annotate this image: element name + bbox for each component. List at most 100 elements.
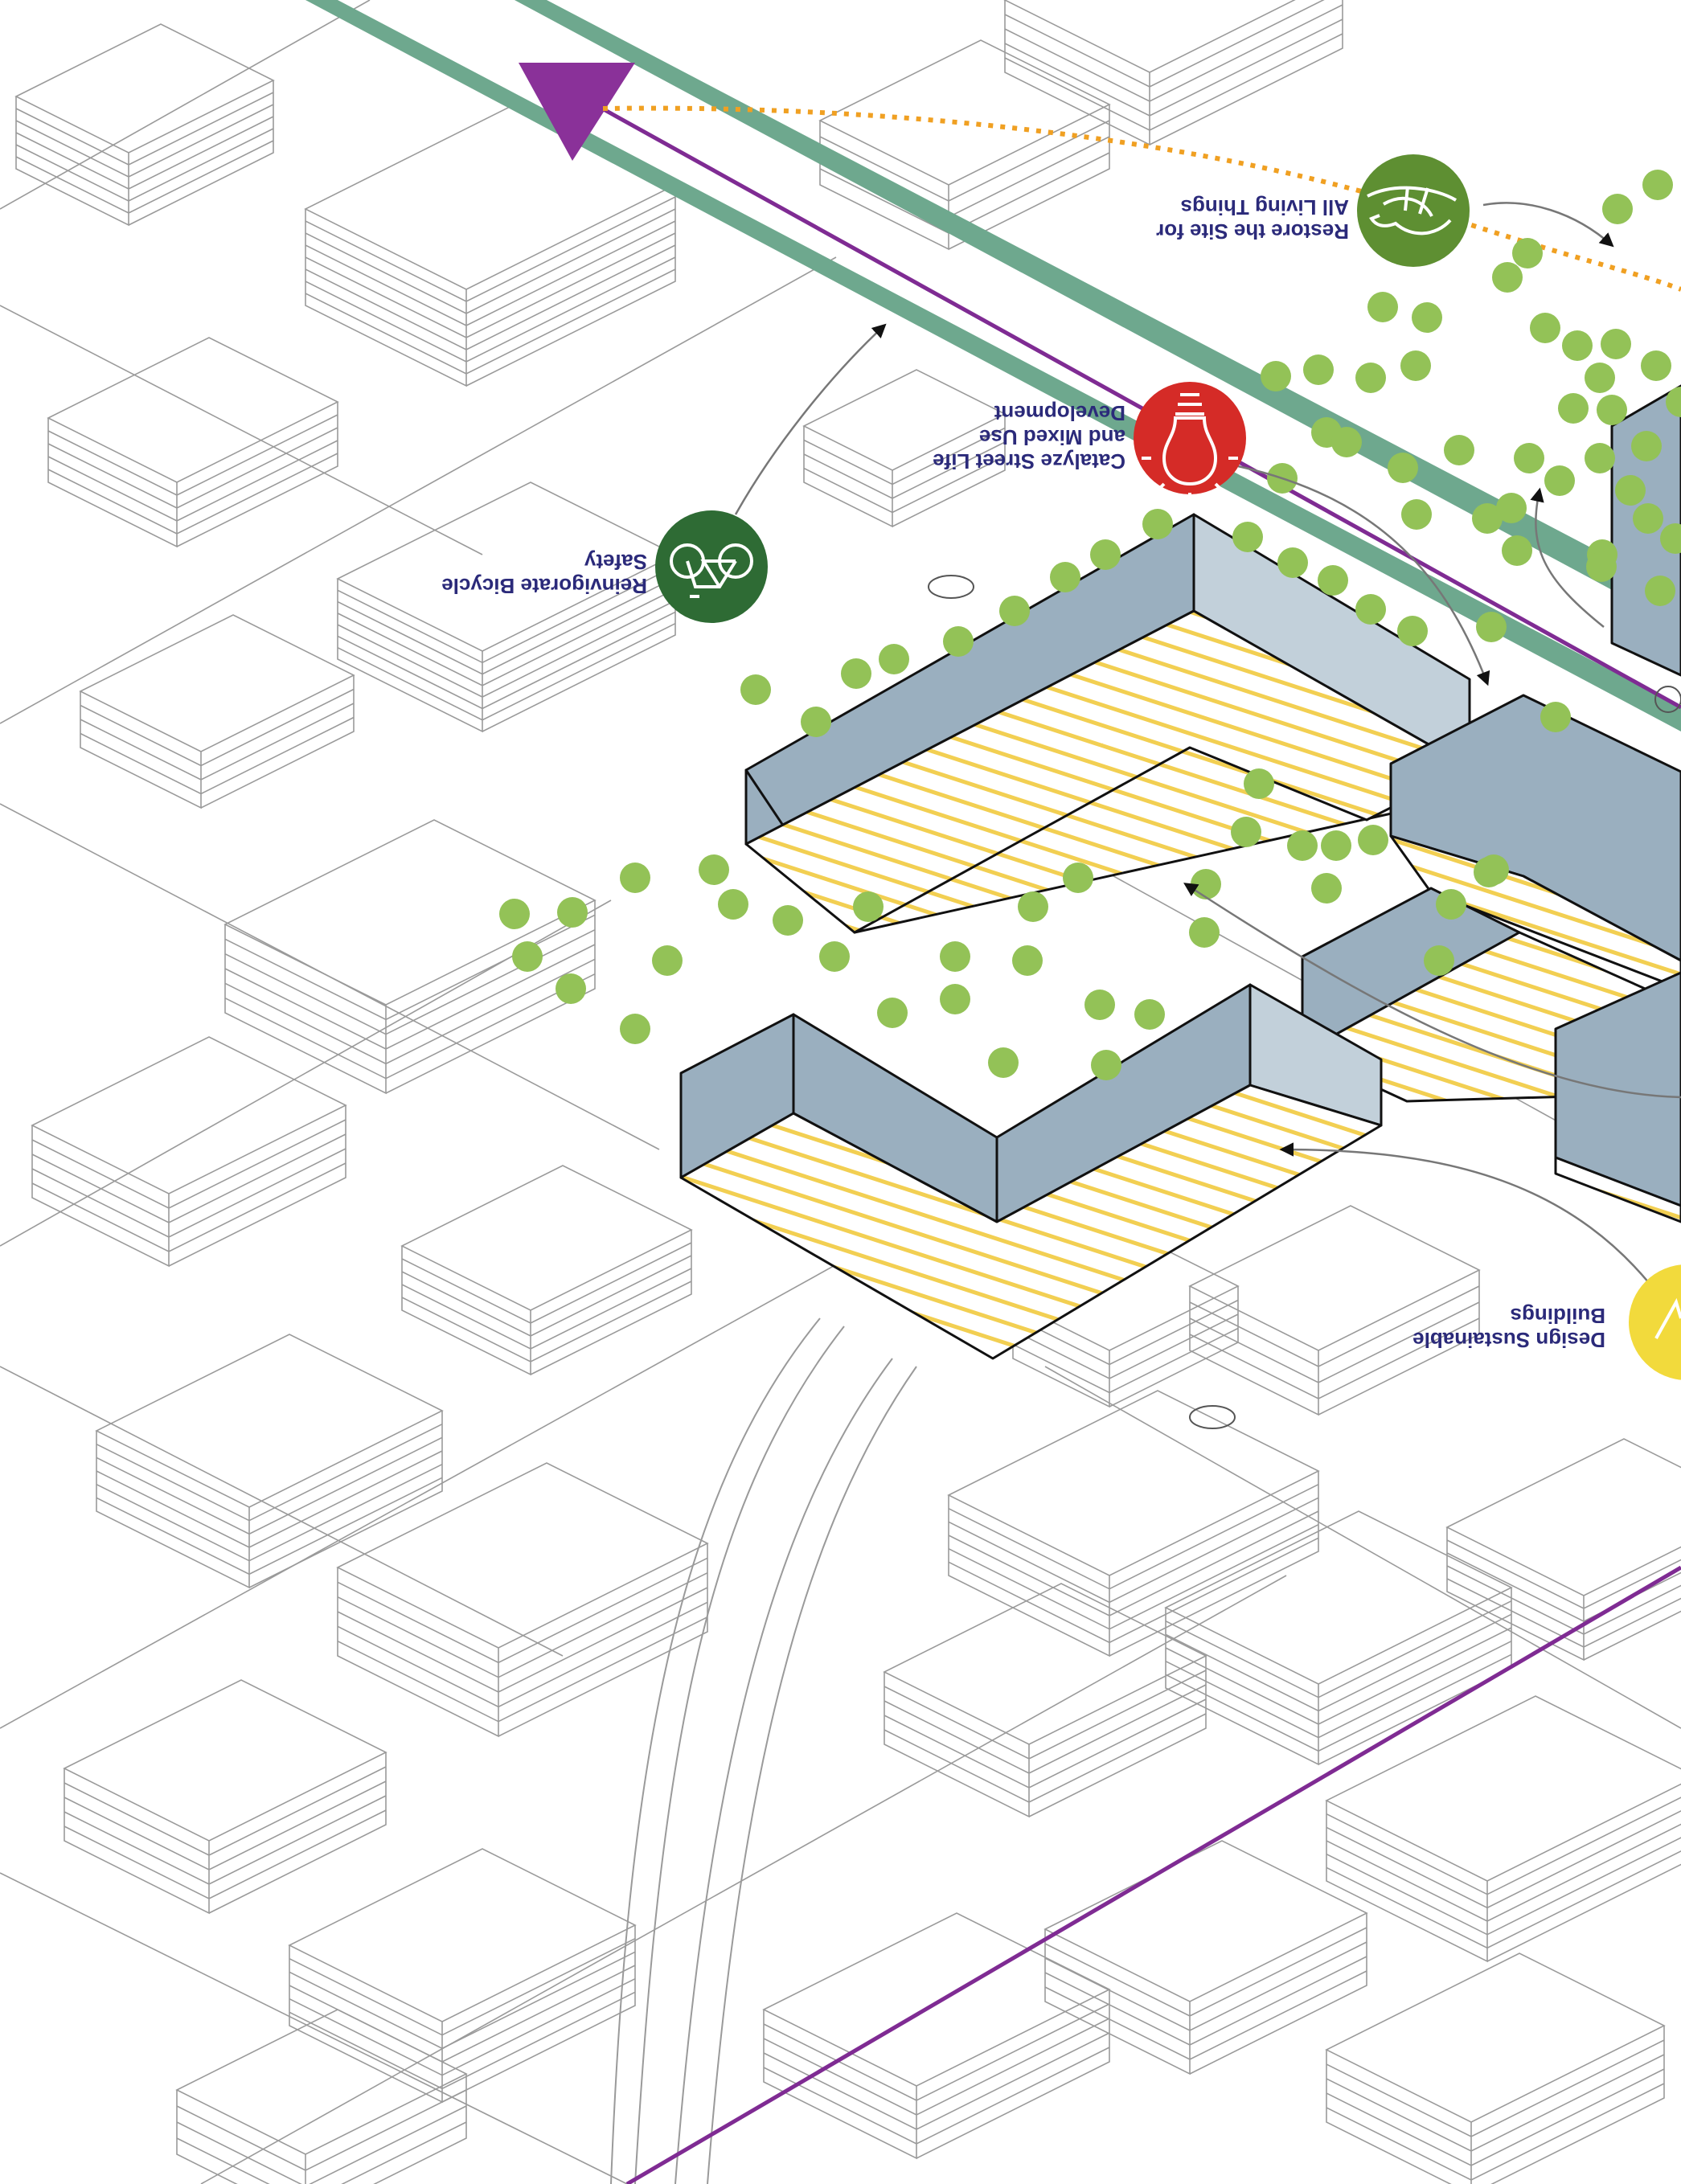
tree-icon [620,1014,650,1044]
sustainable-line-1: Design Sustainable [1412,1328,1605,1352]
context-building-roof [338,1463,707,1648]
tree-icon [1502,535,1532,566]
context-building-facade [1005,0,1343,145]
tree-icon [940,984,970,1014]
tree-icon [819,941,850,972]
tree-icon [1358,825,1388,855]
tree-icon [1232,522,1263,552]
tree-icon [557,897,588,928]
tree-icon [1321,830,1351,861]
context-street [201,1576,1286,2184]
tree-icon [1318,565,1348,596]
street-life-line-3: Development [994,401,1125,425]
tree-icon [1633,503,1663,534]
tree-icon [879,644,909,674]
tree-icon [1597,395,1627,425]
tree-icon [1189,917,1220,948]
context-building-facade [225,900,595,1093]
tree-icon [1544,465,1575,496]
svg-text:Catalyze Street Life and: Catalyze Street Life and Mixed Use Devel… [927,401,1125,473]
context-building-roof [289,1849,635,2022]
tree-icon [877,998,908,1028]
context-building-facade [177,2074,466,2184]
tree-icon [999,596,1030,626]
tree-icon [1562,330,1593,361]
context-building-roof [48,338,338,482]
tree-icon [1191,869,1221,899]
tree-icon [512,941,543,972]
tree-icon [1397,616,1428,646]
tree-icon [1444,435,1474,465]
tree-icon [773,905,803,936]
tree-icon [1496,493,1527,523]
tree-icon [1355,594,1386,625]
tree-icon [1355,363,1386,393]
context-street [0,1873,627,2184]
tree-icon [853,891,884,922]
tree-icon [1142,509,1173,539]
tree-icon [1476,612,1507,642]
restore-line-1: Restore the Site for [1156,219,1349,244]
tree-icon [1601,329,1631,359]
svg-text:Restore the Site for All: Restore the Site for All Living Things [1150,195,1349,244]
tree-icon [499,899,530,929]
tree-icon [1388,453,1418,483]
context-building-roof [80,615,354,752]
tree-icon [1585,443,1615,473]
transit-line-south [627,1567,1681,2184]
context-building-roof [949,1391,1318,1576]
proposed-building-north [746,514,1471,932]
sustainable-line-2: Buildings [1511,1304,1605,1328]
context-building-facade [1326,2026,1664,2184]
safety-line-2: Safety [584,550,647,574]
tree-icon [1091,1050,1121,1080]
svg-text:Design Sustainable Bui: Design Sustainable Buildings [1407,1304,1605,1352]
svg-text:Reinvigorate Bicycle Saf: Reinvigorate Bicycle Safety [436,550,647,598]
context-street [0,0,370,209]
tree-icon [1530,313,1560,343]
tree-icon [1400,350,1431,381]
context-building-roof [1326,1696,1681,1881]
tree-icon [1050,562,1080,592]
tree-icon [988,1047,1019,1078]
tree-icon [652,945,683,976]
context-building-roof [177,2010,466,2154]
tree-icon [1231,817,1261,847]
tree-icon [1261,361,1291,391]
context-building-facade [305,185,675,386]
context-building-facade [338,1543,707,1736]
tree-icon [1540,702,1571,732]
context-building-roof [1005,0,1343,72]
safety-line-1: Reinvigorate Bicycle [441,574,647,598]
context-building-roof [1326,1953,1664,2122]
street-life-line-1: Catalyze Street Life [933,449,1125,473]
tree-icon [1090,539,1121,570]
tree-icon [1134,999,1165,1030]
proposed-building-south [681,985,1381,1358]
tree-icon [1558,393,1589,424]
tree-icon [1645,576,1675,606]
context-building-roof [32,1037,346,1194]
tree-icon [1012,945,1043,976]
context-building-roof [764,1913,1109,2086]
tree-icon [841,658,871,689]
context-street [0,1367,563,1656]
tree-icon [1412,302,1442,333]
context-building-roof [96,1334,442,1507]
tree-icon [556,973,586,1004]
tree-icon [1586,551,1617,582]
tree-icon [1084,990,1115,1020]
annotation-bicycle-safety: Reinvigorate Bicycle Safety [436,510,768,623]
tree-icon [1367,292,1398,322]
tree-icon [801,707,831,737]
lightbulb-badge [1134,382,1246,494]
tree-icon [620,863,650,893]
tree-icon [1277,547,1308,578]
context-building-roof [820,40,1109,185]
tree-icon [1585,363,1615,393]
context-building-facade [1326,1776,1681,1961]
context-building-roof [1447,1439,1681,1596]
tree-icon [1512,238,1543,268]
context-building-roof [1045,1841,1367,2002]
